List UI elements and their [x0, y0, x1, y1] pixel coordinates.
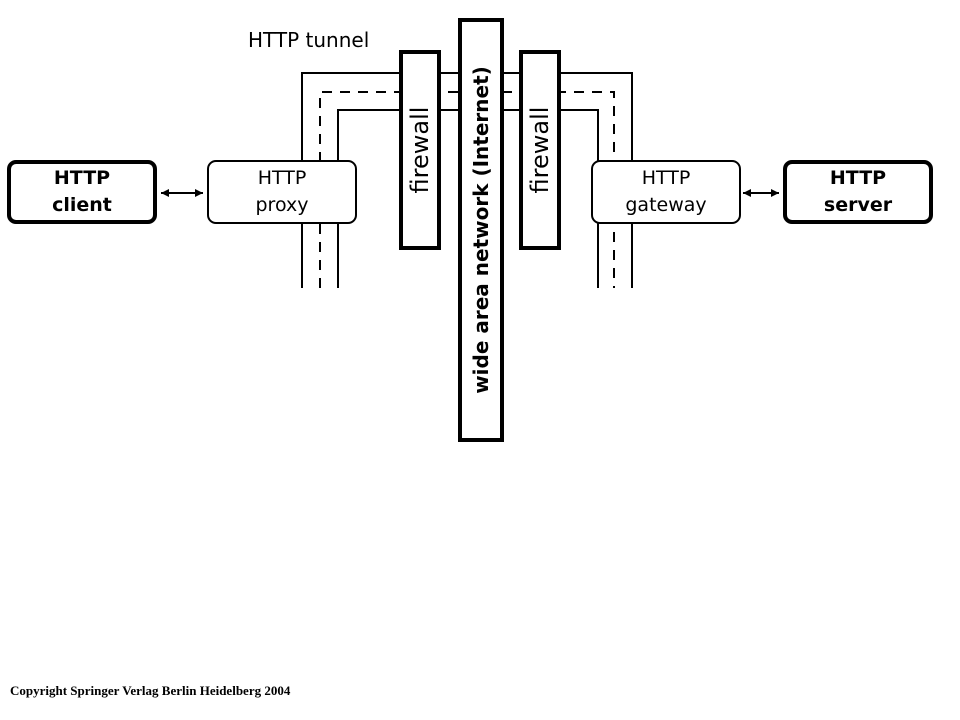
- firewall-left: firewall: [399, 50, 441, 250]
- http-server-line1: HTTP: [829, 167, 887, 189]
- http-client-node: HTTP client: [7, 160, 157, 224]
- http-gateway-line2: gateway: [625, 194, 707, 216]
- http-client-line1: HTTP: [53, 167, 111, 189]
- wide-area-network-label: wide area network (Internet): [469, 66, 493, 394]
- http-proxy-node: HTTP proxy: [207, 160, 357, 224]
- http-server-node: HTTP server: [783, 160, 933, 224]
- firewall-right-label: firewall: [526, 106, 554, 194]
- http-gateway-node: HTTP gateway: [591, 160, 741, 224]
- firewall-left-label: firewall: [406, 106, 434, 194]
- firewall-right: firewall: [519, 50, 561, 250]
- http-proxy-line2: proxy: [255, 194, 309, 216]
- copyright-notice: Copyright Springer Verlag Berlin Heidelb…: [10, 683, 291, 698]
- http-client-line2: client: [52, 194, 112, 216]
- http-gateway-line1: HTTP: [641, 167, 691, 189]
- tunnel-label: HTTP tunnel: [248, 28, 370, 52]
- wide-area-network-bar: wide area network (Internet): [458, 18, 504, 442]
- http-proxy-line1: HTTP: [257, 167, 307, 189]
- http-server-line2: server: [823, 194, 893, 216]
